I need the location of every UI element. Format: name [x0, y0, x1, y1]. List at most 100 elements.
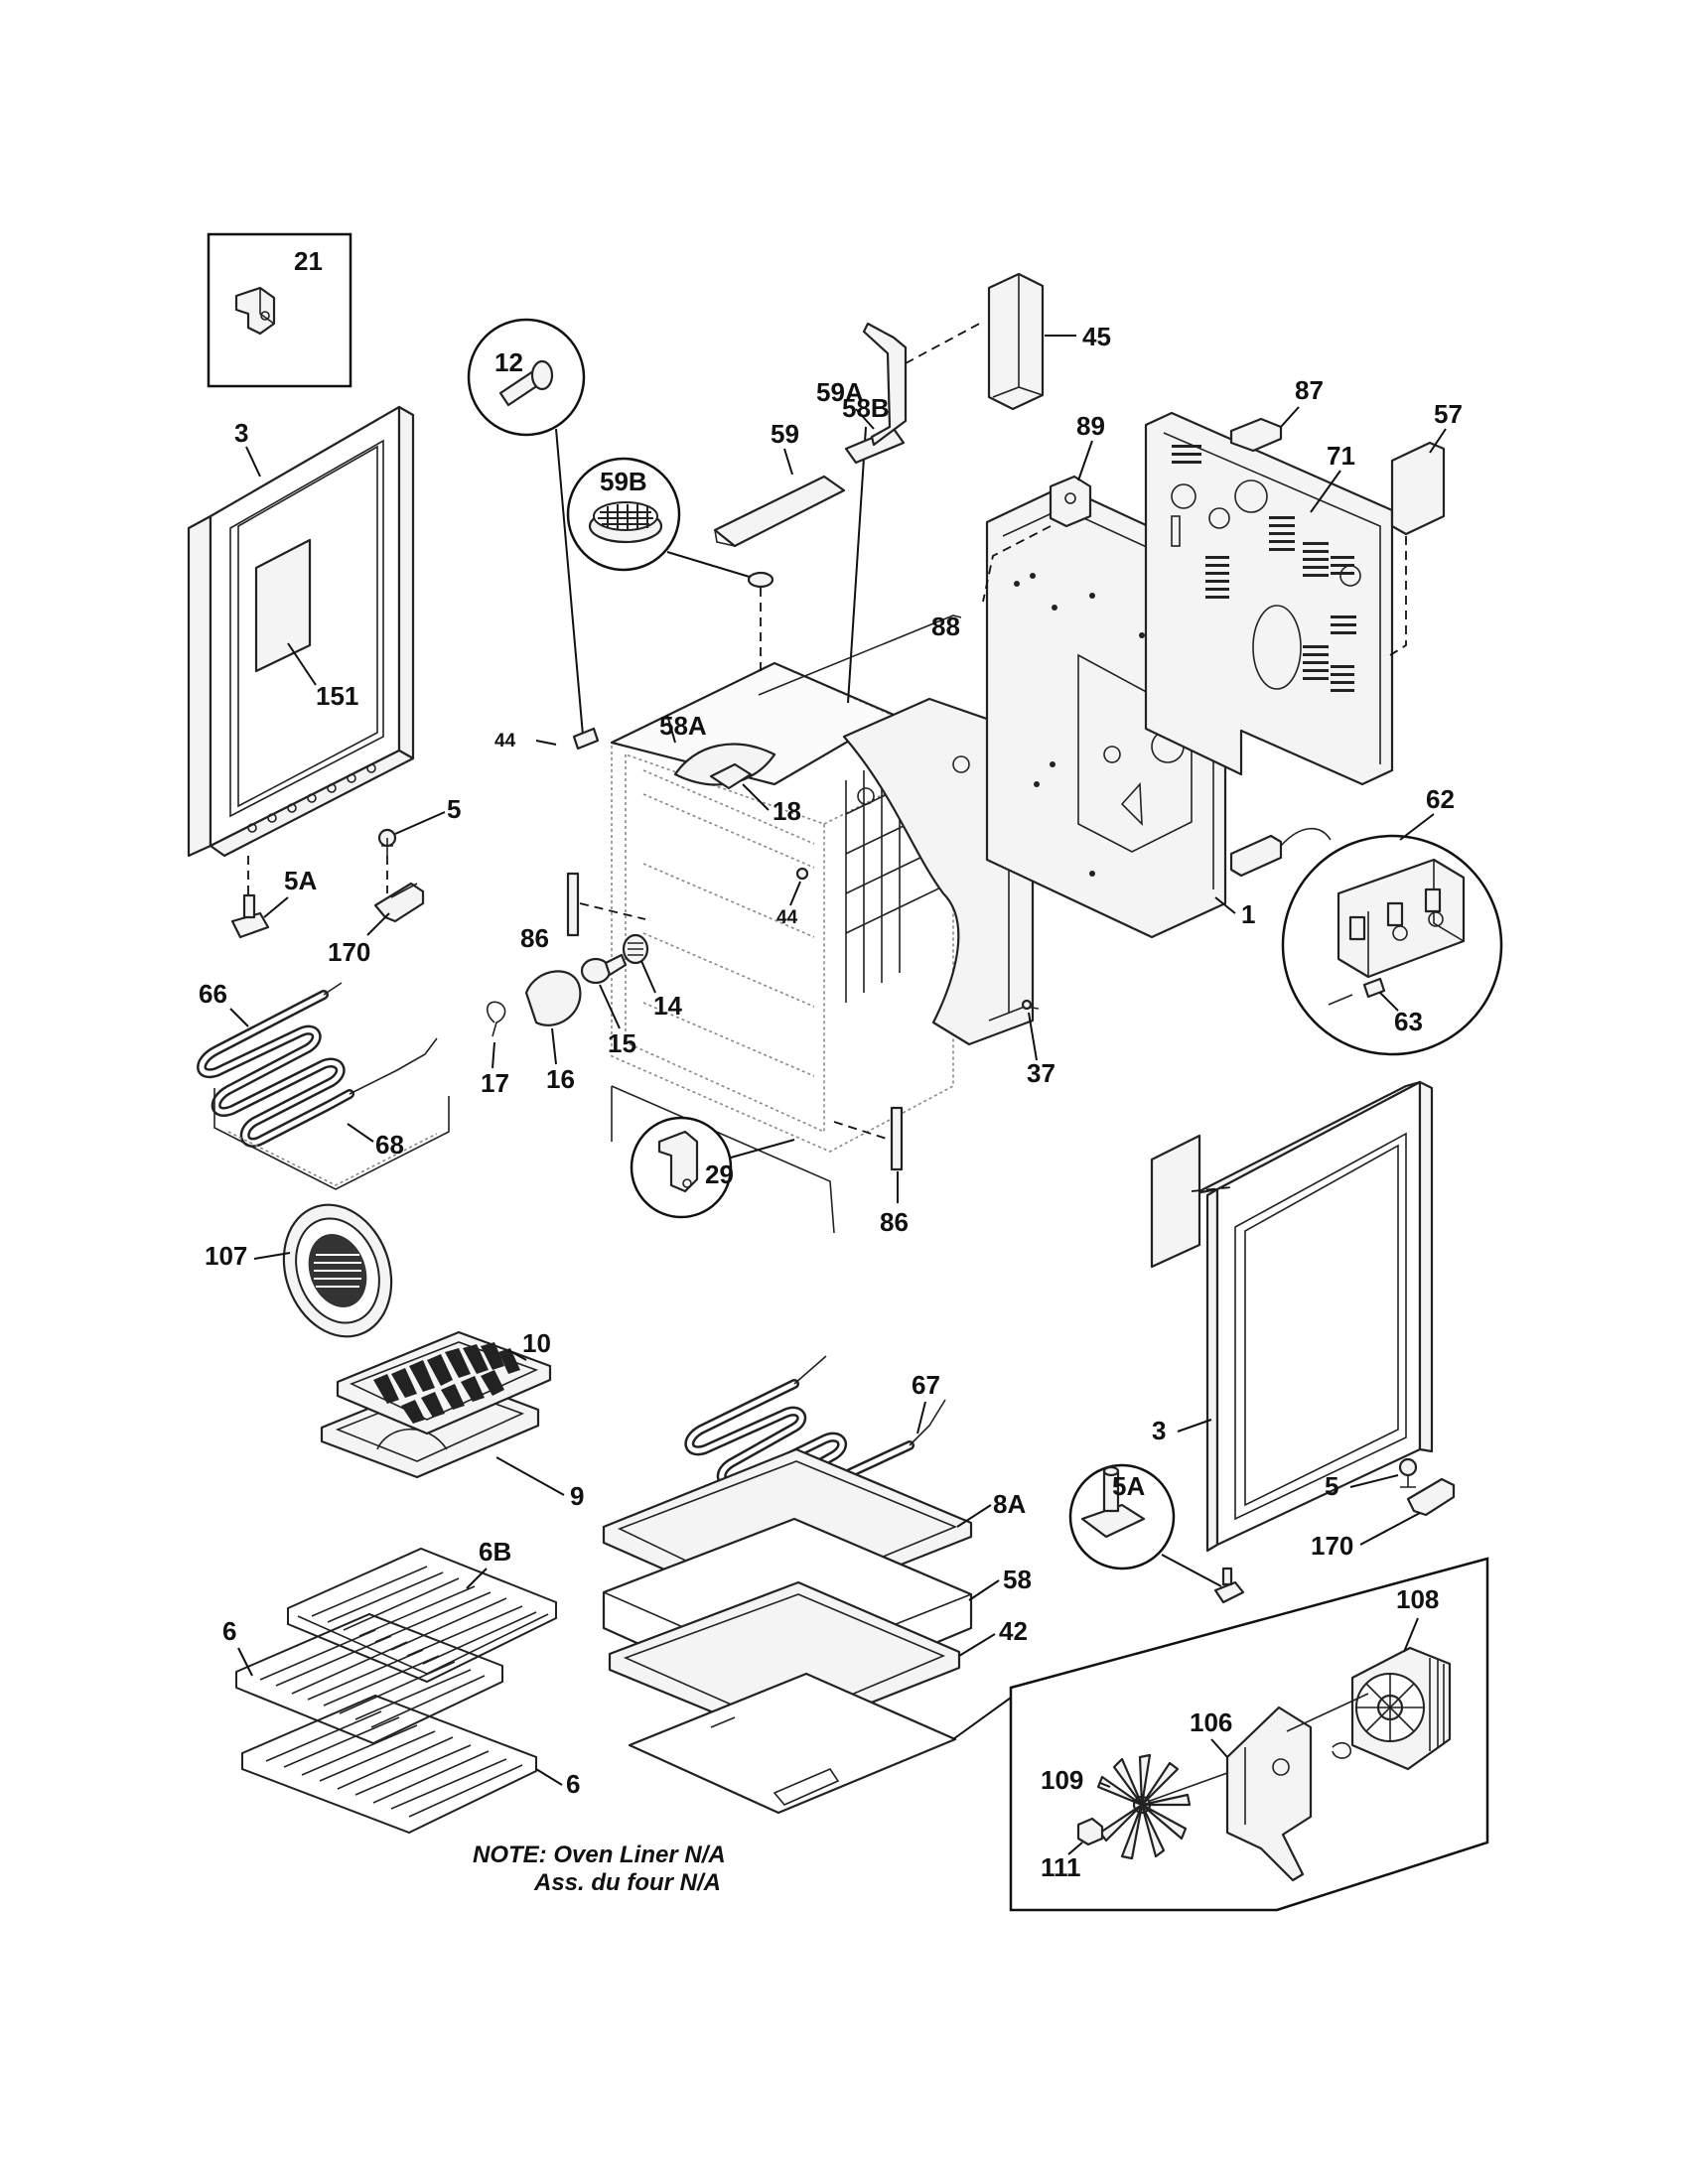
callout-68: 68	[375, 1130, 404, 1160]
part-15-bulb	[580, 953, 628, 985]
callout-59: 59	[771, 419, 799, 449]
part-10-broiler-grid	[336, 1330, 552, 1435]
callout-3-right: 3	[1152, 1416, 1166, 1445]
callout-59A: 59A	[816, 377, 864, 407]
callout-29: 29	[705, 1160, 734, 1189]
callout-111: 111	[1041, 1852, 1081, 1882]
part-170-left	[373, 882, 425, 923]
part-59A-duct	[844, 322, 908, 465]
part-106-clip	[1332, 1741, 1351, 1759]
callout-10: 10	[522, 1328, 551, 1358]
callout-71: 71	[1327, 441, 1355, 471]
callout-57: 57	[1434, 399, 1463, 429]
callout-62: 62	[1426, 784, 1455, 814]
right-side-panel	[1194, 1080, 1434, 1553]
callout-9: 9	[570, 1481, 584, 1511]
part-170-right	[1406, 1477, 1456, 1517]
callout-18: 18	[773, 796, 801, 826]
part-37-wire	[988, 999, 1040, 1022]
callout-12: 12	[494, 347, 523, 377]
part-59B-inset	[566, 457, 681, 572]
callout-45: 45	[1082, 322, 1111, 351]
callout-14: 14	[653, 991, 682, 1021]
part-5A-left	[230, 893, 270, 939]
callout-15: 15	[608, 1028, 636, 1058]
part-5-right	[1398, 1457, 1418, 1488]
callout-109: 109	[1041, 1765, 1083, 1795]
part-88-wire	[758, 614, 962, 696]
part-21-inset: 21	[207, 232, 352, 388]
part-68-shield	[213, 1088, 450, 1190]
note-line-2: Ass. du four N/A	[533, 1869, 721, 1896]
callout-89: 89	[1076, 411, 1105, 441]
callout-5-right: 5	[1325, 1471, 1338, 1501]
part-18	[709, 762, 753, 790]
part-44-right	[795, 867, 809, 881]
callout-58B: 58B	[842, 393, 890, 423]
callout-16: 16	[546, 1064, 575, 1094]
callout-87: 87	[1295, 375, 1324, 405]
callout-44-right: 44	[776, 907, 798, 928]
callout-17: 17	[481, 1068, 509, 1098]
callout-67: 67	[912, 1370, 940, 1400]
part-16-lens	[524, 970, 582, 1026]
callout-108: 108	[1396, 1584, 1439, 1614]
part-63-screw	[1328, 977, 1386, 1006]
part-108-motor	[1350, 1646, 1452, 1771]
note-line-1: NOTE: Oven Liner N/A	[473, 1842, 726, 1868]
left-side-panel	[187, 405, 415, 858]
callout-88: 88	[931, 612, 960, 641]
part-42-frame	[608, 1580, 961, 1741]
part-12-inset	[467, 318, 586, 437]
callout-170-right: 170	[1311, 1531, 1353, 1561]
part-107-fan-cover	[282, 1203, 393, 1338]
callout-44-left: 44	[494, 731, 516, 751]
part-151-right	[1150, 1134, 1201, 1269]
part-5A-right-small	[1213, 1567, 1245, 1604]
part-6-rack-upper	[235, 1612, 503, 1745]
callout-170-left: 170	[328, 937, 370, 967]
part-66-bake-element	[197, 982, 438, 1148]
part-87	[1229, 417, 1283, 453]
callout-6B: 6B	[479, 1537, 511, 1567]
callout-5A-right: 5A	[1112, 1471, 1145, 1501]
callout-59B: 59B	[600, 467, 647, 496]
part-59B-small	[747, 571, 774, 589]
part-6-rack-lower	[241, 1694, 537, 1835]
callout-151-left: 151	[316, 681, 358, 711]
part-25-bottom-panel	[628, 1672, 957, 1815]
callout-63: 63	[1394, 1007, 1423, 1036]
part-14-socket	[622, 933, 649, 965]
part-109-fan-blade	[1096, 1753, 1228, 1860]
callout-86-lower: 86	[880, 1207, 909, 1237]
part-5-left	[377, 828, 397, 856]
callout-1: 1	[1241, 899, 1255, 929]
part-86-upper-bracket	[566, 872, 580, 937]
callout-42: 42	[999, 1616, 1028, 1646]
callout-8A: 8A	[993, 1489, 1026, 1519]
callout-5A-left: 5A	[284, 866, 317, 895]
callout-58: 58	[1003, 1565, 1032, 1594]
part-89	[1049, 475, 1092, 528]
part-111-nut	[1076, 1817, 1104, 1846]
convection-fan-assembly-box: 108 106 109 111	[1009, 1557, 1489, 1912]
callout-3-left: 3	[234, 418, 248, 448]
part-62-inset	[1281, 834, 1503, 1056]
part-62-terminal-small	[1229, 827, 1332, 878]
part-106-bracket	[1225, 1693, 1369, 1882]
part-86-lower-bracket	[890, 1106, 904, 1171]
callout-21: 21	[294, 246, 323, 276]
callout-5-left: 5	[447, 794, 461, 824]
callout-66: 66	[199, 979, 227, 1009]
part-12-sensor	[572, 727, 600, 751]
part-29-inset	[630, 1116, 733, 1219]
callout-6-upper: 6	[222, 1616, 236, 1646]
part-57	[1390, 441, 1446, 536]
part-59-duct	[713, 475, 846, 548]
part-6B-rack	[287, 1547, 557, 1684]
part-5A-inset	[1068, 1463, 1176, 1570]
callout-107: 107	[205, 1241, 247, 1271]
callout-106: 106	[1190, 1707, 1232, 1737]
part-17-clip	[487, 1001, 506, 1037]
